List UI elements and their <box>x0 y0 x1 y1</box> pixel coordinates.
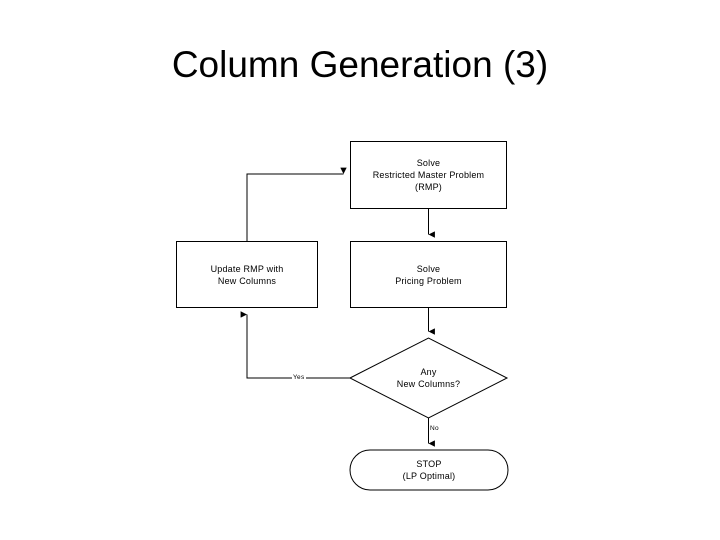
node-label: Solve Restricted Master Problem (RMP) <box>372 158 485 192</box>
node-label: Solve Pricing Problem <box>395 263 462 286</box>
decision-shape-any-new-columns <box>348 337 509 419</box>
node-label: Update RMP with New Columns <box>210 263 284 286</box>
node-solve-pricing-problem[interactable]: Solve Pricing Problem <box>350 241 507 308</box>
node-stop-lp-optimal[interactable]: STOP (LP Optimal) <box>350 450 508 490</box>
page-title: Column Generation (3) <box>171 44 549 85</box>
connector-decision-yes-to-update <box>240 311 350 379</box>
node-label: STOP (LP Optimal) <box>402 459 456 481</box>
connector-update-to-rmp <box>246 167 347 241</box>
node-update-rmp-with-new-columns[interactable]: Update RMP with New Columns <box>176 241 318 308</box>
terminator-shape-stop <box>349 449 509 491</box>
node-solve-restricted-master-problem[interactable]: Solve Restricted Master Problem (RMP) <box>350 141 507 209</box>
edge-label-no: No <box>429 425 440 433</box>
edge-label-yes: Yes <box>292 374 306 382</box>
